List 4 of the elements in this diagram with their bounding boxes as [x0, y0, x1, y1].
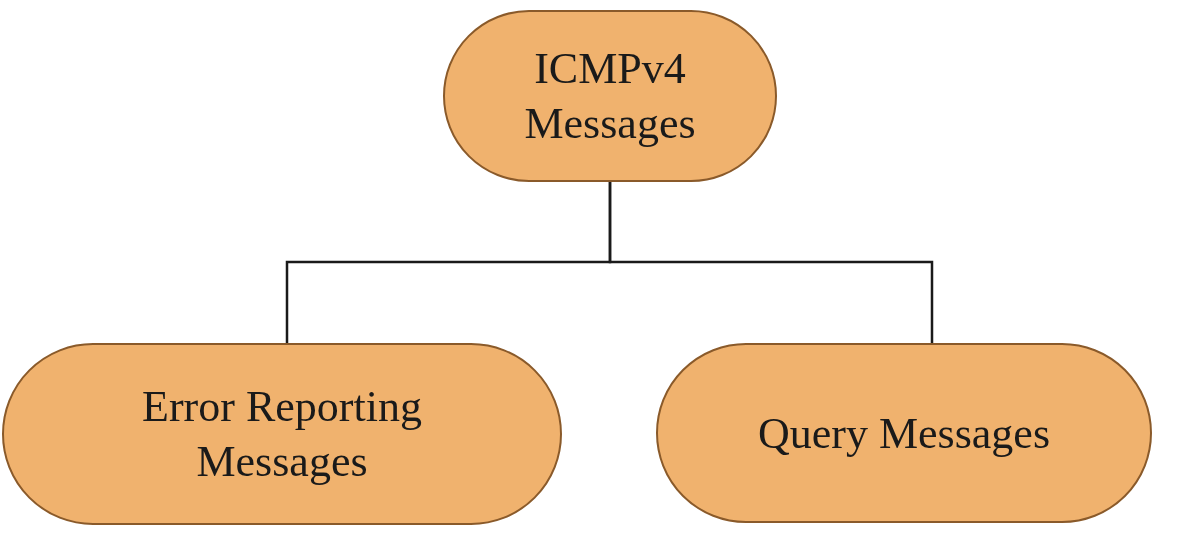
node-label: Query Messages — [757, 407, 1050, 460]
node-label: Error Reporting Messages — [141, 381, 423, 488]
connector-line — [608, 182, 934, 343]
node-label: ICMPv4 Messages — [523, 43, 697, 150]
